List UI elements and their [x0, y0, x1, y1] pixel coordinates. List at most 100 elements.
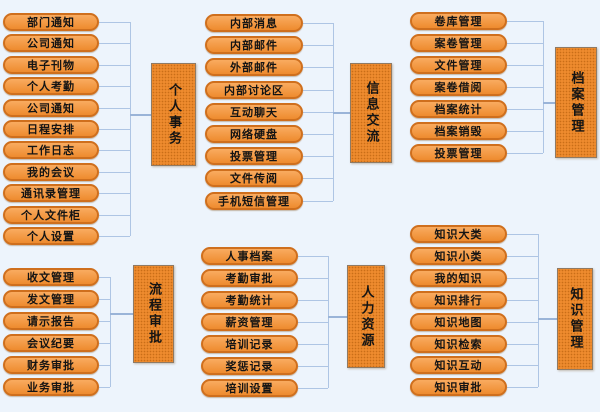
connector-line	[507, 234, 538, 235]
connector-line	[99, 129, 130, 130]
feature-node-knowledge-management: 知识地图	[410, 313, 507, 331]
feature-node-personal-affairs: 个人设置	[3, 227, 99, 245]
connector-line	[303, 156, 333, 157]
category-connector-line	[328, 316, 347, 318]
connector-line	[99, 150, 130, 151]
connector-line	[507, 365, 538, 366]
feature-node-knowledge-management: 知识排行	[410, 291, 507, 309]
trunk-line	[328, 256, 329, 388]
feature-node-knowledge-management: 知识大类	[410, 225, 507, 243]
connector-line	[298, 300, 328, 301]
feature-node-knowledge-management: 知识小类	[410, 247, 507, 265]
feature-node-archive-management: 卷库管理	[410, 12, 507, 30]
feature-node-info-exchange: 外部邮件	[205, 58, 303, 76]
feature-node-personal-affairs: 个人文件柜	[3, 206, 99, 224]
connector-line	[303, 201, 333, 202]
category-connector-line	[130, 114, 151, 116]
trunk-line	[538, 234, 539, 387]
feature-node-process-approval: 请示报告	[3, 312, 99, 330]
feature-node-human-resources: 人事档案	[201, 247, 298, 265]
feature-node-personal-affairs: 通讯录管理	[3, 184, 99, 202]
connector-line	[303, 23, 333, 24]
category-box-personal-affairs: 个人事务	[151, 63, 196, 166]
feature-node-knowledge-management: 知识检索	[410, 335, 507, 353]
category-box-archive-management: 档案管理	[555, 47, 597, 158]
feature-node-personal-affairs: 电子刊物	[3, 56, 99, 74]
trunk-line	[130, 22, 131, 236]
connector-line	[303, 90, 333, 91]
connector-line	[303, 134, 333, 135]
connector-line	[303, 178, 333, 179]
connector-line	[99, 215, 130, 216]
connector-line	[99, 236, 130, 237]
feature-node-human-resources: 薪资管理	[201, 313, 298, 331]
category-box-human-resources: 人力资源	[347, 265, 385, 368]
connector-line	[303, 112, 333, 113]
feature-node-archive-management: 档案销毁	[410, 122, 507, 140]
feature-node-info-exchange: 手机短信管理	[205, 192, 303, 210]
feature-node-personal-affairs: 个人考勤	[3, 77, 99, 95]
feature-node-archive-management: 案卷借阅	[410, 78, 507, 96]
feature-node-personal-affairs: 部门通知	[3, 13, 99, 31]
feature-node-process-approval: 财务审批	[3, 356, 99, 374]
connector-line	[99, 22, 130, 23]
connector-line	[99, 43, 130, 44]
connector-line	[99, 65, 130, 66]
feature-node-personal-affairs: 我的会议	[3, 163, 99, 181]
category-connector-line	[333, 112, 350, 114]
connector-line	[298, 256, 328, 257]
connector-line	[507, 256, 538, 257]
connector-line	[303, 67, 333, 68]
feature-node-info-exchange: 内部讨论区	[205, 81, 303, 99]
connector-line	[507, 21, 543, 22]
trunk-line	[110, 277, 111, 387]
category-connector-line	[538, 318, 557, 320]
feature-node-archive-management: 案卷管理	[410, 34, 507, 52]
connector-line	[507, 131, 543, 132]
connector-line	[99, 108, 130, 109]
connector-line	[99, 86, 130, 87]
feature-node-knowledge-management: 我的知识	[410, 269, 507, 287]
connector-line	[99, 365, 110, 366]
feature-node-human-resources: 奖惩记录	[201, 357, 298, 375]
category-box-info-exchange: 信息交流	[350, 63, 392, 163]
feature-node-process-approval: 收文管理	[3, 268, 99, 286]
category-box-knowledge-management: 知识管理	[557, 268, 593, 370]
feature-node-knowledge-management: 知识互动	[410, 356, 507, 374]
connector-line	[507, 344, 538, 345]
connector-line	[99, 172, 130, 173]
feature-node-personal-affairs: 工作日志	[3, 141, 99, 159]
connector-line	[507, 87, 543, 88]
connector-line	[99, 387, 110, 388]
connector-line	[99, 193, 130, 194]
connector-line	[298, 278, 328, 279]
feature-node-human-resources: 考勤统计	[201, 291, 298, 309]
connector-line	[99, 277, 110, 278]
feature-node-human-resources: 考勤审批	[201, 269, 298, 287]
feature-node-info-exchange: 投票管理	[205, 147, 303, 165]
connector-line	[298, 388, 328, 389]
feature-node-personal-affairs: 日程安排	[3, 120, 99, 138]
connector-line	[507, 278, 538, 279]
connector-line	[507, 65, 543, 66]
connector-line	[298, 366, 328, 367]
feature-node-info-exchange: 内部邮件	[205, 36, 303, 54]
connector-line	[99, 343, 110, 344]
feature-node-archive-management: 文件管理	[410, 56, 507, 74]
connector-line	[507, 109, 543, 110]
category-connector-line	[110, 313, 133, 315]
connector-line	[99, 299, 110, 300]
feature-node-info-exchange: 网络硬盘	[205, 125, 303, 143]
connector-line	[303, 45, 333, 46]
connector-line	[298, 344, 328, 345]
trunk-line	[543, 21, 544, 153]
connector-line	[99, 321, 110, 322]
connector-line	[507, 322, 538, 323]
connector-line	[507, 43, 543, 44]
feature-node-process-approval: 业务审批	[3, 378, 99, 396]
feature-node-process-approval: 会议纪要	[3, 334, 99, 352]
connector-line	[507, 153, 543, 154]
feature-node-process-approval: 发文管理	[3, 290, 99, 308]
feature-node-archive-management: 投票管理	[410, 144, 507, 162]
